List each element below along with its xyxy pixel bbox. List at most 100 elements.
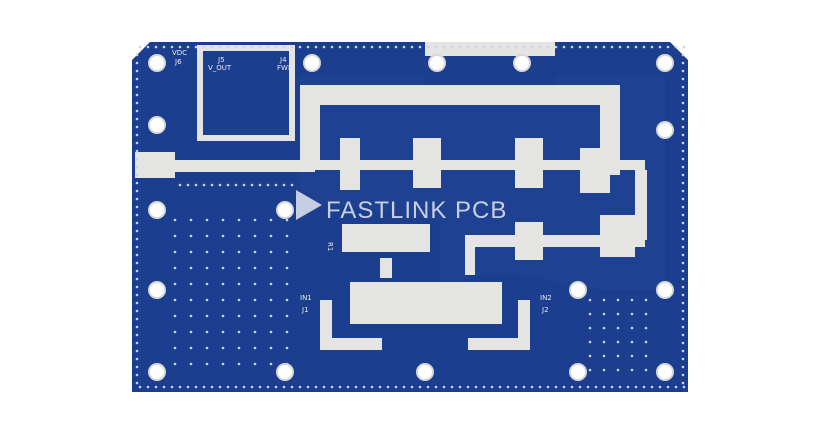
via	[474, 45, 478, 49]
via	[282, 183, 286, 187]
via	[626, 385, 630, 389]
via	[266, 45, 270, 49]
label-j2: J2	[541, 306, 549, 314]
via	[514, 45, 518, 49]
via	[314, 45, 318, 49]
via	[253, 314, 257, 318]
via	[674, 385, 678, 389]
via	[681, 69, 685, 73]
label-v-out: V_OUT	[208, 64, 232, 72]
via	[298, 45, 302, 49]
via	[650, 45, 654, 49]
via	[205, 362, 209, 366]
via	[154, 385, 158, 389]
via	[570, 385, 574, 389]
via	[205, 234, 209, 238]
via	[514, 385, 518, 389]
via	[602, 354, 606, 358]
via	[135, 245, 139, 249]
via	[681, 173, 685, 177]
via	[458, 385, 462, 389]
via	[644, 354, 648, 358]
via	[274, 385, 278, 389]
via	[173, 330, 177, 334]
via	[173, 282, 177, 286]
silkscreen: VDC J6 J5 V_OUT J4 FWD R1 IN1 J1 IN2 J2	[172, 49, 552, 314]
via	[135, 173, 139, 177]
via	[681, 277, 685, 281]
via	[189, 234, 193, 238]
via	[170, 45, 174, 49]
via	[269, 266, 273, 270]
rf-traces	[135, 42, 647, 350]
via	[274, 183, 278, 187]
via	[269, 218, 273, 222]
via	[681, 357, 685, 361]
via	[681, 253, 685, 257]
via	[666, 385, 670, 389]
via	[135, 85, 139, 89]
via	[410, 385, 414, 389]
via	[630, 326, 634, 330]
via	[135, 309, 139, 313]
via	[269, 346, 273, 350]
via	[274, 45, 278, 49]
via	[681, 181, 685, 185]
via	[634, 385, 638, 389]
via	[234, 45, 238, 49]
via	[282, 45, 286, 49]
via	[370, 45, 374, 49]
via	[237, 282, 241, 286]
via	[221, 218, 225, 222]
via	[269, 362, 273, 366]
via	[630, 298, 634, 302]
via	[173, 314, 177, 318]
via	[616, 340, 620, 344]
via	[253, 282, 257, 286]
via	[506, 385, 510, 389]
via	[253, 346, 257, 350]
via	[237, 298, 241, 302]
via	[562, 45, 566, 49]
via	[681, 213, 685, 217]
via	[386, 45, 390, 49]
via	[194, 183, 198, 187]
via	[135, 349, 139, 353]
via	[630, 340, 634, 344]
via	[135, 221, 139, 225]
via	[194, 385, 198, 389]
via	[269, 330, 273, 334]
via	[189, 298, 193, 302]
via	[269, 282, 273, 286]
via	[354, 385, 358, 389]
via	[634, 45, 638, 49]
via	[173, 298, 177, 302]
via	[644, 326, 648, 330]
via	[285, 266, 289, 270]
via	[237, 218, 241, 222]
via	[290, 385, 294, 389]
via	[269, 250, 273, 254]
via	[178, 45, 182, 49]
via	[578, 45, 582, 49]
via	[681, 309, 685, 313]
via	[338, 45, 342, 49]
via	[205, 266, 209, 270]
via	[681, 109, 685, 113]
via	[205, 250, 209, 254]
via	[237, 346, 241, 350]
via	[306, 385, 310, 389]
via	[434, 385, 438, 389]
via	[402, 385, 406, 389]
via	[135, 61, 139, 65]
via	[578, 385, 582, 389]
via	[205, 346, 209, 350]
via	[594, 385, 598, 389]
via	[135, 117, 139, 121]
via	[616, 354, 620, 358]
via	[269, 314, 273, 318]
via	[173, 266, 177, 270]
via	[269, 234, 273, 238]
via	[681, 117, 685, 121]
via	[466, 45, 470, 49]
